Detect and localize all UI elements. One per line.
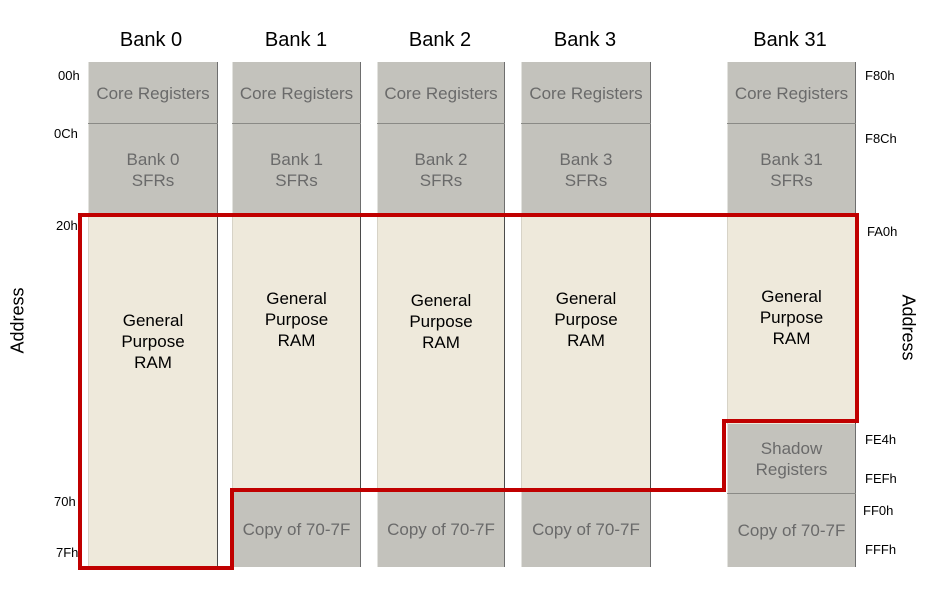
highlight-top-edge (78, 213, 859, 217)
bank-31-divider (727, 123, 856, 124)
bank-31-core-registers: Core Registers (727, 62, 856, 124)
bank-3-copy-of-70-7f: Copy of 70-7F (521, 492, 651, 567)
bank-1-general-purpose-ram: General Purpose RAM (232, 216, 361, 492)
address-f80h: F80h (865, 68, 895, 83)
bank-1-divider (232, 123, 361, 124)
bank-3-divider (521, 123, 651, 124)
highlight-step-up-edge (230, 488, 234, 570)
address-axis-label-left: Address (7, 287, 28, 354)
address-fa0h: FA0h (867, 224, 898, 239)
address-fefh: FEFh (865, 471, 897, 486)
bank-31-title: Bank 31 (753, 29, 827, 51)
highlight-shadow-top-edge (722, 419, 859, 423)
bank-2-sfrs: Bank 2 SFRs (377, 124, 505, 216)
bank-3-general-purpose-ram: General Purpose RAM (521, 216, 651, 492)
bank-0-sfrs: Bank 0 SFRs (88, 124, 218, 216)
highlight-middle-edge (230, 488, 726, 492)
bank-1-copy-of-70-7f: Copy of 70-7F (232, 492, 361, 567)
bank-0-core-registers: Core Registers (88, 62, 218, 124)
bank-3-core-registers: Core Registers (521, 62, 651, 124)
address-fe4h: FE4h (865, 432, 897, 447)
bank-3-title: Bank 3 (553, 29, 617, 51)
bank-31-copy-of-70-7f: Copy of 70-7F (727, 494, 856, 567)
address-00h: 00h (58, 68, 80, 83)
highlight-right-edge (855, 213, 859, 423)
address-0ch: 0Ch (54, 126, 78, 141)
bank-2-title: Bank 2 (408, 29, 472, 51)
bank-2-copy-of-70-7f: Copy of 70-7F (377, 492, 505, 567)
address-axis-label-right: Address (898, 294, 919, 361)
bank-31-sfrs: Bank 31 SFRs (727, 124, 856, 216)
bank-31-shadow-registers: Shadow Registers (727, 424, 856, 494)
highlight-bottom-edge (78, 566, 234, 570)
bank-31-general-purpose-ram: General Purpose RAM (727, 216, 856, 424)
address-f8ch: F8Ch (865, 131, 897, 146)
bank-0-general-purpose-ram: General Purpose RAM (88, 216, 218, 567)
bank-0-divider (88, 123, 218, 124)
bank-2-divider (377, 123, 505, 124)
address-fffh: FFFh (865, 542, 897, 557)
address-7fh: 7Fh (56, 545, 79, 560)
bank-1-core-registers: Core Registers (232, 62, 361, 124)
bank-3-sfrs: Bank 3 SFRs (521, 124, 651, 216)
bank-2-core-registers: Core Registers (377, 62, 505, 124)
bank-2-general-purpose-ram: General Purpose RAM (377, 216, 505, 492)
bank-1-sfrs: Bank 1 SFRs (232, 124, 361, 216)
bank-31-shadow-divider (727, 493, 856, 494)
highlight-shadow-left-edge (722, 421, 726, 492)
address-20h: 20h (56, 218, 78, 233)
bank-0-title: Bank 0 (119, 29, 183, 51)
bank-1-title: Bank 1 (264, 29, 328, 51)
address-ff0h: FF0h (863, 503, 894, 518)
highlight-left-edge (78, 213, 82, 570)
address-70h: 70h (54, 494, 76, 509)
